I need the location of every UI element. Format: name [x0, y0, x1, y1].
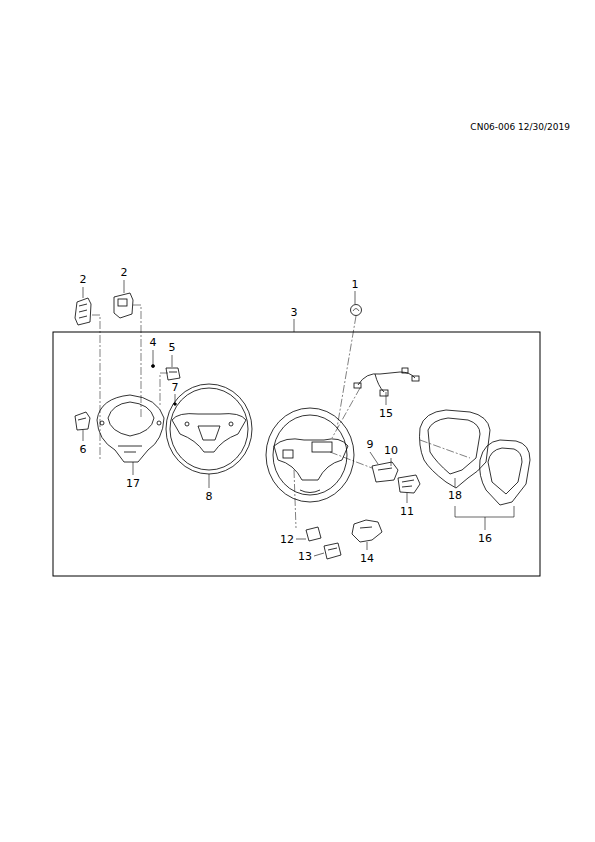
- leader-lines: [83, 280, 514, 556]
- emblem: [351, 305, 362, 316]
- callout-number: 2: [79, 273, 88, 286]
- switch-6: [75, 412, 90, 430]
- callout-number: 2: [120, 266, 129, 279]
- bezel-trim: [480, 440, 530, 505]
- wire-harness: [354, 368, 419, 396]
- drawing-code: CN06-006 12/30/2019: [469, 122, 571, 133]
- callout-number: 14: [359, 552, 375, 565]
- callout-number: 1: [351, 278, 360, 291]
- callout-number: 7: [171, 381, 180, 394]
- assembly-lines: [92, 305, 470, 528]
- callout-number: 3: [290, 306, 299, 319]
- wheel-armature: [166, 384, 252, 474]
- switch-cap-right: [114, 293, 133, 318]
- steering-wheel: [266, 408, 354, 502]
- callout-number: 8: [205, 490, 214, 503]
- small-parts: [152, 365, 181, 406]
- switch-assemblies: [372, 462, 420, 493]
- callout-number: 6: [79, 443, 88, 456]
- callout-number: 4: [149, 336, 158, 349]
- callout-number: 13: [297, 550, 313, 563]
- callout-number: 11: [399, 505, 415, 518]
- callout-number: 17: [125, 477, 141, 490]
- switch-cap-left: [75, 298, 91, 325]
- assembly-frame: [53, 332, 540, 576]
- front-bezel: [420, 410, 491, 488]
- callout-number: 18: [447, 489, 463, 502]
- callout-number: 15: [378, 407, 394, 420]
- callout-number: 5: [168, 341, 177, 354]
- rear-cover: [97, 395, 164, 462]
- callout-number: 9: [366, 438, 375, 451]
- callout-number: 10: [383, 444, 399, 457]
- callout-number: 12: [279, 533, 295, 546]
- callout-number: 16: [477, 532, 493, 545]
